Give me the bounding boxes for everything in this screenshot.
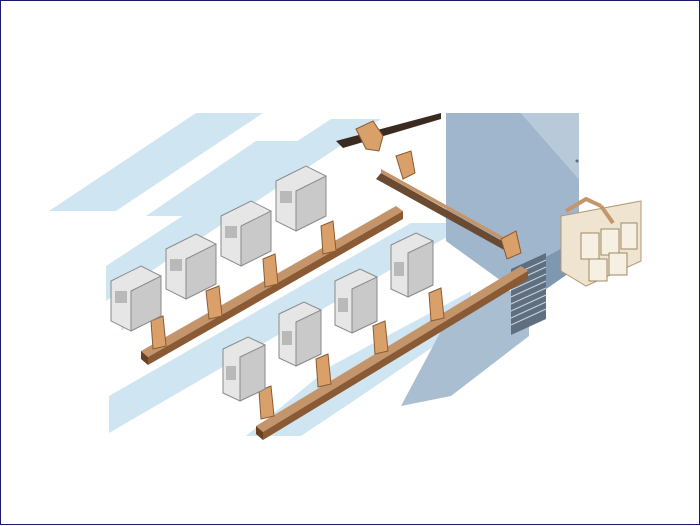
cnc-machine-icon — [390, 232, 434, 298]
cnc-machine-icon — [222, 336, 266, 402]
cnc-machine-icon — [278, 301, 322, 367]
cnc-machine-row-b — [222, 232, 434, 402]
cnc-machine-row-a — [110, 165, 327, 332]
gantry-robot-icon — [150, 120, 522, 420]
conveyor-rail-icon — [141, 113, 528, 440]
cnc-machine-icon — [165, 233, 217, 300]
marker-dot — [575, 159, 579, 163]
cnc-machine-icon — [110, 265, 162, 332]
cnc-machine-icon — [275, 165, 327, 232]
cnc-machine-icon — [334, 268, 378, 334]
cnc-machine-icon — [220, 200, 272, 267]
storage-rack-icon — [560, 196, 642, 287]
